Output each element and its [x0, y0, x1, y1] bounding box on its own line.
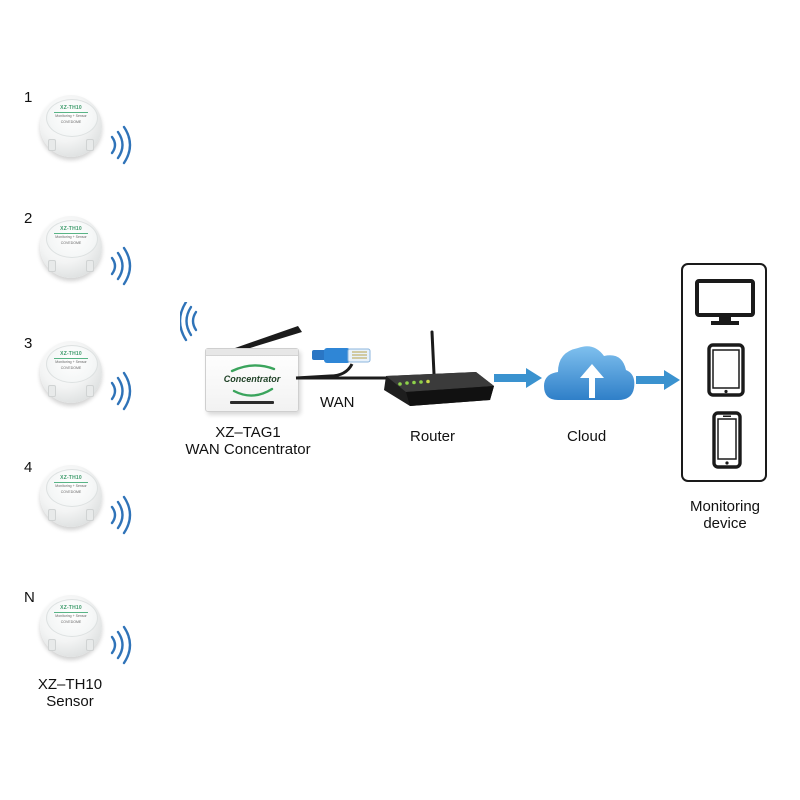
concentrator-device: Concentrator [205, 348, 299, 412]
sensor-slot [48, 139, 56, 151]
sensor-cap [46, 469, 98, 507]
sensor-text-1: Monitoring + Sensor [55, 484, 87, 488]
sensor-brand-underline [54, 358, 88, 359]
sensor-slot [86, 639, 94, 651]
sensor-text-1: Monitoring + Sensor [55, 235, 87, 239]
concentrator-caption: XZ–TAG1 WAN Concentrator [170, 424, 326, 458]
concentrator-slot [230, 401, 274, 404]
concentrator-face-label: Concentrator [223, 374, 281, 384]
sensor-brand: XZ-TH10 [60, 226, 82, 232]
sensor-cap [46, 99, 98, 137]
sensor-index-label: 1 [24, 89, 33, 106]
wireless-wave-icon [110, 246, 132, 286]
wireless-wave-icon [110, 625, 132, 665]
sensor-brand-underline [54, 112, 88, 113]
sensor-text-1: Monitoring + Sensor [55, 360, 87, 364]
sensor-brand: XZ-TH10 [60, 475, 82, 481]
monitoring-caption: Monitoring device [668, 498, 782, 532]
sensor-slot [48, 260, 56, 272]
concentrator-top-edge [206, 349, 298, 356]
monitor-icon [695, 279, 755, 325]
sensor-text-2: COVEDOME [60, 120, 82, 124]
arrow-cloud-to-monitoring [636, 370, 680, 390]
sensor-cap [46, 599, 98, 637]
sensor-slot [86, 139, 94, 151]
sensor-text-2: COVEDOME [60, 490, 82, 494]
monitoring-caption-line1: Monitoring [689, 498, 761, 515]
wireless-wave-icon [110, 495, 132, 535]
sensor-text-2: COVEDOME [60, 366, 82, 370]
tablet-icon [707, 343, 745, 397]
sensor-index-label: N [24, 589, 35, 606]
wan-label: WAN [320, 394, 355, 411]
sensor-brand: XZ-TH10 [60, 105, 82, 111]
sensor-brand-underline [54, 482, 88, 483]
sensor-cap [46, 220, 98, 258]
concentrator-wifi-icon [180, 302, 198, 342]
sensor-brand: XZ-TH10 [60, 351, 82, 357]
sensor-brand-underline [54, 612, 88, 613]
router-device [384, 330, 494, 406]
arrow-router-to-cloud [494, 368, 542, 388]
concentrator-caption-type: WAN Concentrator [185, 441, 311, 458]
wireless-wave-icon [110, 371, 132, 411]
ethernet-plug-icon [312, 348, 371, 363]
concentrator-logo-swoosh [230, 364, 276, 397]
sensor-caption: XZ–TH10 Sensor [20, 676, 120, 710]
sensor-slot [86, 385, 94, 397]
sensor-caption-model: XZ–TH10 [37, 676, 103, 693]
sensor-brand-underline [54, 233, 88, 234]
sensor-cap [46, 345, 98, 383]
sensor-slot [48, 385, 56, 397]
router-label: Router [410, 428, 456, 445]
sensor-slot [86, 260, 94, 272]
cloud-label: Cloud [567, 428, 607, 445]
sensor-text-2: COVEDOME [60, 241, 82, 245]
phone-icon [712, 411, 742, 469]
sensor-slot [48, 639, 56, 651]
concentrator-caption-model: XZ–TAG1 [215, 424, 281, 441]
upload-arrow-icon [580, 364, 604, 398]
ethernet-cable [295, 363, 398, 380]
sensor-index-label: 3 [24, 335, 33, 352]
sensor-slot [86, 509, 94, 521]
sensor-text-2: COVEDOME [60, 620, 82, 624]
monitoring-caption-line2: device [703, 515, 747, 532]
cloud-icon [544, 346, 635, 400]
sensor-index-label: 2 [24, 210, 33, 227]
sensor-index-label: 4 [24, 459, 33, 476]
sensor-text-1: Monitoring + Sensor [55, 114, 87, 118]
sensor-slot [48, 509, 56, 521]
sensor-text-1: Monitoring + Sensor [55, 614, 87, 618]
monitoring-device-box [681, 263, 767, 482]
wireless-wave-icon [110, 125, 132, 165]
sensor-caption-type: Sensor [46, 693, 94, 710]
sensor-brand: XZ-TH10 [60, 605, 82, 611]
